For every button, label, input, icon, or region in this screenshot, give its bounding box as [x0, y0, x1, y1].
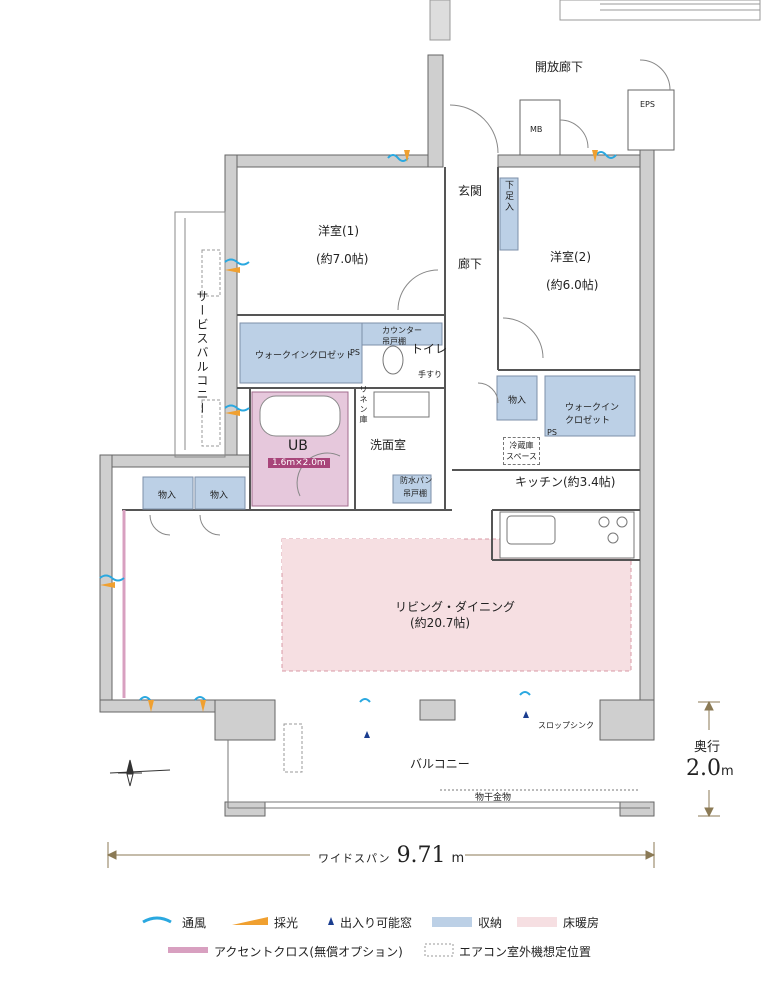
western2-name: 洋室(2) — [550, 250, 591, 264]
living-name: リビング・ダイニング — [395, 600, 516, 614]
exterior-neighbor — [429, 0, 761, 41]
slop-sink-label: スロップシンク — [538, 721, 594, 730]
dimension-lines — [106, 700, 720, 868]
legend-ventilation: 通風 — [182, 916, 207, 930]
legend-daylight: 採光 — [274, 916, 299, 930]
mb-label: MB — [530, 125, 543, 134]
toilet-bowl — [382, 345, 404, 375]
walls — [99, 54, 675, 817]
compass-icon — [109, 759, 171, 787]
kitchen-label: キッチン(約3.4帖) — [515, 475, 616, 489]
legend-swatches — [142, 916, 557, 957]
depth-number: 2.0 — [686, 756, 721, 781]
floor-heating-area-ext — [282, 539, 464, 573]
width-label: ワイドスパン — [318, 852, 391, 865]
service-balcony-label: サービスバルコニー — [195, 290, 209, 416]
western1-name: 洋室(1) — [318, 224, 359, 238]
living-size: (約20.7帖) — [410, 616, 471, 630]
legend-accent-cloth: アクセントクロス(無償オプション) — [214, 945, 403, 959]
ub-size-label: 1.6m×2.0m — [268, 458, 330, 468]
western1-size: (約7.0帖) — [316, 252, 369, 266]
ub-label: UB — [288, 438, 308, 454]
handrail-label: 手すり — [418, 370, 442, 379]
balcony-label: バルコニー — [410, 757, 470, 771]
entrance-label: 玄関 — [458, 184, 483, 198]
ps2-label: PS — [547, 428, 557, 437]
open-corridor-label: 開放廊下 — [535, 60, 584, 74]
hanging-shelf1-label: 吊戸棚 — [382, 337, 406, 346]
legend-storage: 収納 — [478, 916, 503, 930]
kitchen-counter — [499, 511, 635, 559]
hanging-shelf2-label: 吊戸棚 — [403, 489, 427, 498]
walkin-closet2-label: ウォークイン クロゼット — [565, 403, 620, 426]
depth-unit: m — [721, 764, 734, 779]
shoe-storage-label: 下足入 — [503, 180, 513, 213]
legend-exit-window: 出入り可能窓 — [340, 916, 413, 930]
laundry-rack-label: 物干金物 — [475, 793, 512, 803]
door-swings — [149, 59, 671, 536]
storage-areas — [142, 177, 636, 510]
width-number: 9.71 — [396, 843, 446, 868]
walkin-closet1-label: ウォークインクロゼット — [255, 351, 355, 361]
daylight-markers — [100, 150, 598, 712]
legend-ac-outdoor: エアコン室外機想定位置 — [459, 945, 592, 959]
wash-basin — [373, 391, 430, 418]
balcony-rail — [227, 740, 650, 809]
ps1-label: PS — [350, 348, 360, 357]
toilet-label: トイレ — [411, 342, 448, 356]
waterpan-label: 防水パン — [400, 476, 433, 485]
width-unit: m — [451, 851, 465, 866]
counter-label: カウンター — [382, 326, 422, 335]
hallway-label: 廊下 — [458, 257, 483, 271]
fridge-label: 冷蔵庫 スペース — [503, 437, 541, 465]
depth-value: 2.0m — [686, 756, 734, 781]
bathtub — [259, 395, 341, 437]
exit-window-markers — [364, 711, 529, 738]
eps-label: EPS — [640, 100, 655, 109]
width-dimension: ワイドスパン 9.71 m — [318, 843, 464, 868]
storage1-label: 物入 — [508, 396, 527, 406]
legend-floor-heating: 床暖房 — [563, 916, 600, 930]
depth-label: 奥行 — [694, 740, 721, 755]
service-balcony — [174, 211, 226, 458]
linen-label: リネン庫 — [359, 385, 368, 425]
western2-size: (約6.0帖) — [546, 278, 599, 292]
washroom-label: 洗面室 — [370, 438, 407, 452]
ventilation-markers — [99, 151, 617, 703]
storage2-label: 物入 — [158, 491, 177, 501]
storage3-label: 物入 — [210, 491, 229, 501]
ac-outdoor-positions — [201, 249, 303, 773]
partitions — [122, 167, 640, 561]
